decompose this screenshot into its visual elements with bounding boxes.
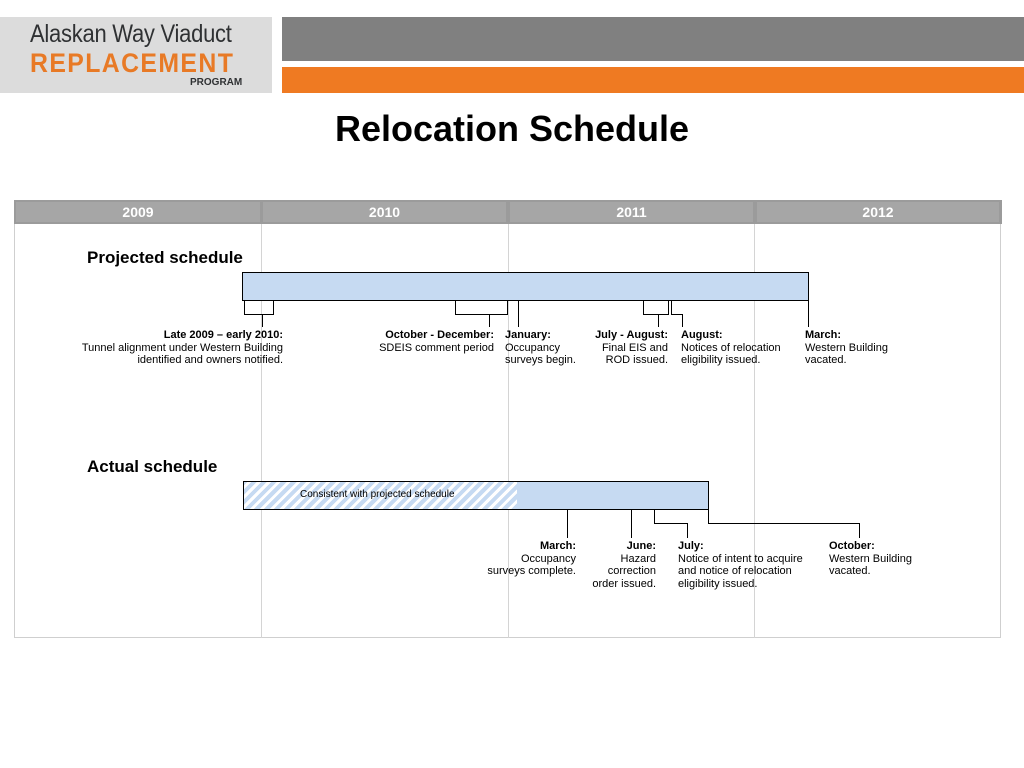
milestone-note: June: Hazard correction order issued. [592,540,656,590]
connector [687,523,688,538]
year-2010: 2010 [263,202,506,222]
milestone-note: July: Notice of intent to acquire and no… [678,540,803,590]
milestone-note: Late 2009 – early 2010: Tunnel alignment… [81,329,283,366]
year-2009: 2009 [16,202,260,222]
connector [455,301,456,315]
actual-schedule-label: Actual schedule [87,457,218,476]
milestone-note: March: Western Building vacated. [805,329,888,366]
connector [244,314,274,315]
year-divider [754,224,755,638]
year-2011: 2011 [510,202,753,222]
connector [507,301,508,315]
connector [489,315,490,327]
connector [658,315,659,327]
connector [244,301,245,315]
header-gray-bar [282,17,1024,61]
year-2012: 2012 [757,202,999,222]
year-divider [261,224,262,638]
connector [273,301,274,315]
connector [859,523,860,538]
connector [455,314,508,315]
year-header: 2009 2010 2011 2012 [14,200,1002,224]
milestone-note: October: Western Building vacated. [829,540,912,577]
connector [631,510,632,538]
program-logo [0,17,272,93]
logo-text-line3: PROGRAM [190,77,243,88]
projected-schedule-bar [242,272,809,301]
connector [671,301,672,315]
connector [567,510,568,538]
milestone-note: July - August: Final EIS and ROD issued. [595,329,668,366]
milestone-note: October - December: SDEIS comment period [379,329,494,354]
connector [654,523,688,524]
milestone-note: August: Notices of relocation eligibilit… [681,329,781,366]
connector [808,301,809,327]
connector [682,314,683,327]
header-orange-bar [282,67,1024,93]
connector [668,301,669,315]
year-divider [508,224,509,638]
milestone-note: January: Occupancy surveys begin. [505,329,576,366]
connector [518,301,519,327]
hatch-label: Consistent with projected schedule [300,489,455,500]
projected-schedule-label: Projected schedule [87,248,243,267]
connector [262,315,263,327]
connector [654,510,655,524]
connector [708,510,709,524]
consistent-hatch-region [244,482,517,509]
milestone-note: March: Occupancy surveys complete. [487,540,576,577]
connector [708,523,860,524]
connector [671,314,682,315]
logo-text-line1: Alaskan Way Viaduct [30,20,232,48]
connector [643,314,669,315]
slide-title: Relocation Schedule [334,108,690,149]
connector [643,301,644,315]
logo-text-line2: REPLACEMENT [30,48,235,78]
